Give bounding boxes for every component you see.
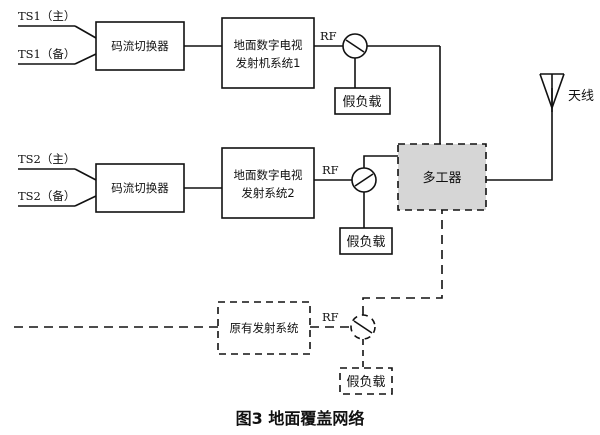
input-ts2-backup: TS2（备） bbox=[18, 189, 75, 203]
system-2-line-2: 发射系统2 bbox=[241, 186, 294, 200]
stream-switcher-1-label: 码流切换器 bbox=[111, 39, 169, 53]
legacy-to-multiplexer-line bbox=[362, 210, 443, 315]
rf-switch-1 bbox=[342, 33, 368, 59]
input-ts1-backup: TS1（备） bbox=[18, 47, 75, 61]
multiplexer-label: 多工器 bbox=[422, 170, 461, 186]
antenna-icon bbox=[539, 73, 565, 112]
legacy-system-label: 原有发射系统 bbox=[230, 321, 299, 335]
input-ts2-main: TS2（主） bbox=[18, 152, 75, 166]
system-2-line-1: 地面数字电视 bbox=[234, 168, 303, 182]
system-1-line-2: 发射机系统1 bbox=[236, 56, 301, 70]
rf-label-2: RF bbox=[322, 163, 339, 177]
dummy-load-2 bbox=[339, 227, 393, 255]
stream-switcher-2-label: 码流切换器 bbox=[111, 181, 169, 195]
antenna-label: 天线 bbox=[568, 89, 594, 104]
dummy-load-3 bbox=[339, 367, 393, 395]
dtv-transmitter-system-1 bbox=[221, 17, 315, 89]
rf-label-3: RF bbox=[322, 310, 339, 324]
rf-label-1: RF bbox=[320, 29, 337, 43]
system-1-line-1: 地面数字电视 bbox=[234, 38, 303, 52]
antenna-feed-line bbox=[486, 88, 553, 181]
dtv-transmitter-system-2 bbox=[221, 147, 315, 219]
dummy-load-1 bbox=[334, 87, 391, 115]
figure-caption: 图3 地面覆盖网络 bbox=[236, 409, 365, 428]
dummy-load-1-label: 假负载 bbox=[342, 95, 381, 110]
dummy-load-3-label: 假负载 bbox=[346, 375, 385, 390]
legacy-transmitter-system bbox=[217, 301, 311, 355]
rf-switch-2 bbox=[351, 167, 377, 193]
rf-switch-3 bbox=[350, 314, 376, 340]
stream-switcher-2 bbox=[95, 163, 185, 213]
dummy-load-2-label: 假负载 bbox=[346, 235, 385, 250]
input-ts1-main: TS1（主） bbox=[18, 9, 75, 23]
